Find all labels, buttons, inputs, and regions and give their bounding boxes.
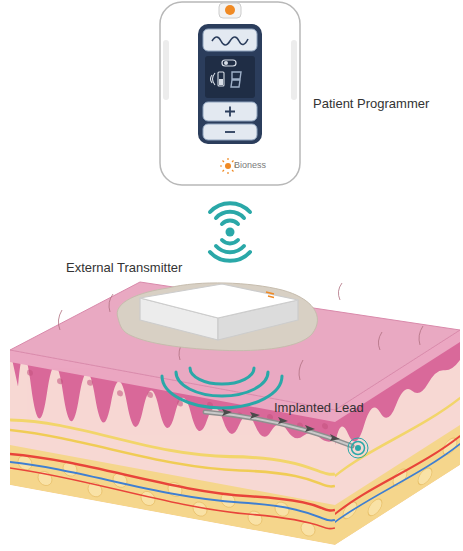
implanted-lead	[205, 409, 368, 458]
signal-arcs	[162, 368, 282, 408]
patient-programmer	[160, 2, 300, 185]
brand-logo-text: Bioness	[234, 160, 294, 171]
wireless-symbol	[210, 203, 250, 261]
part-label: Patient Programmer	[313, 96, 453, 112]
external-transmitter	[117, 283, 317, 351]
skin-surface	[10, 282, 460, 410]
part-label: External Transmitter	[66, 260, 226, 276]
part-label: Implanted Lead	[274, 400, 414, 416]
